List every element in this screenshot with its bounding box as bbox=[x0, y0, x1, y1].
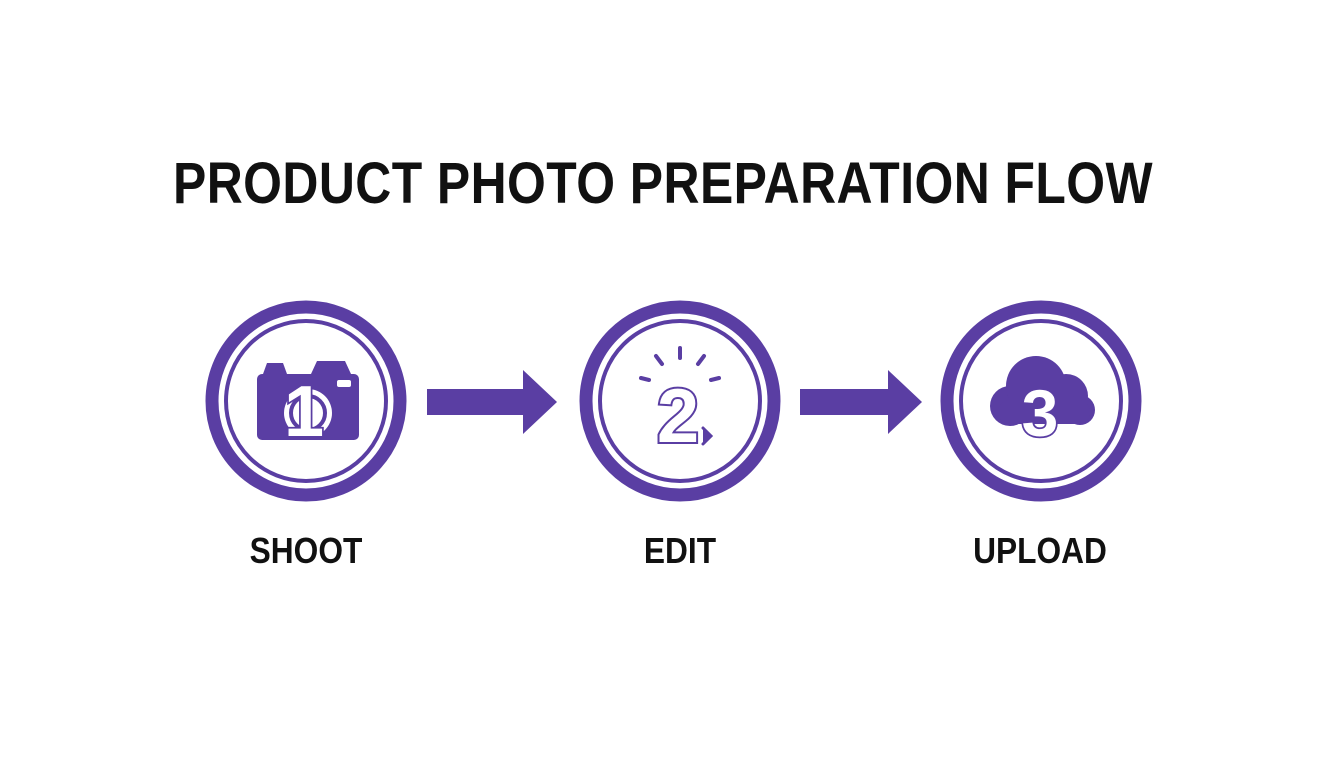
sparkle-edit-icon bbox=[639, 346, 721, 446]
step-label-shoot: SHOOT bbox=[249, 530, 363, 571]
step-circle: 1 bbox=[205, 300, 407, 502]
step-label-edit: EDIT bbox=[643, 530, 717, 571]
step-number: 1 bbox=[284, 372, 324, 452]
step-label-upload: UPLOAD bbox=[973, 530, 1107, 571]
step-edit: 2 bbox=[579, 300, 781, 502]
flow-arrow bbox=[427, 367, 557, 437]
step-shoot: 1 bbox=[205, 300, 407, 502]
step-circle: 3 bbox=[940, 300, 1142, 502]
step-circle: 2 bbox=[579, 300, 781, 502]
diagram-title: PRODUCT PHOTO PREPARATION FLOW bbox=[172, 151, 1153, 216]
step-number: 2 bbox=[657, 374, 699, 459]
step-upload: 3 bbox=[940, 300, 1142, 502]
flow-arrow bbox=[800, 367, 922, 437]
camera-icon bbox=[257, 361, 359, 440]
cloud-icon bbox=[990, 356, 1095, 426]
step-number: 3 bbox=[1022, 376, 1059, 450]
